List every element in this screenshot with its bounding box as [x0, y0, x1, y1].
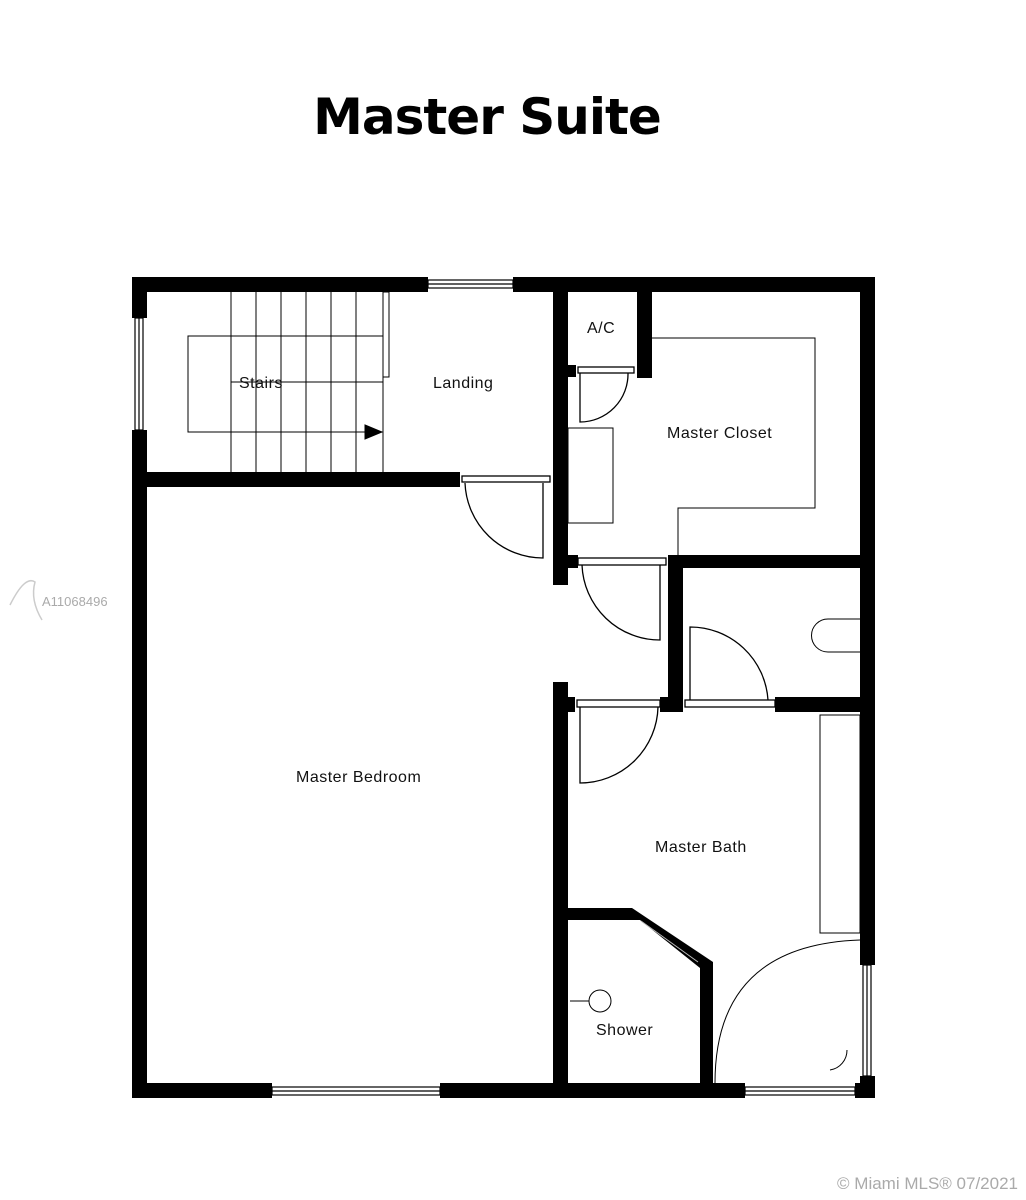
watermark-logo-icon: [9, 580, 43, 621]
room-label-landing: Landing: [433, 375, 493, 392]
walls: [132, 277, 875, 1098]
room-label-master-bath: Master Bath: [655, 839, 747, 856]
stairs-drawing: [187, 291, 390, 472]
copyright-footer: © Miami MLS® 07/2021: [837, 1174, 1018, 1193]
room-label-stairs: Stairs: [239, 375, 283, 392]
room-label-master-closet: Master Closet: [667, 425, 772, 442]
windows: [134, 279, 872, 1096]
room-label-shower: Shower: [596, 1022, 653, 1039]
fixtures: [567, 337, 861, 1084]
room-label-master-bedroom: Master Bedroom: [296, 769, 421, 786]
page-title: Master Suite: [313, 88, 662, 146]
doors: [461, 366, 776, 784]
listing-id-watermark: A11068496: [42, 594, 108, 609]
room-label-ac: A/C: [587, 320, 615, 337]
